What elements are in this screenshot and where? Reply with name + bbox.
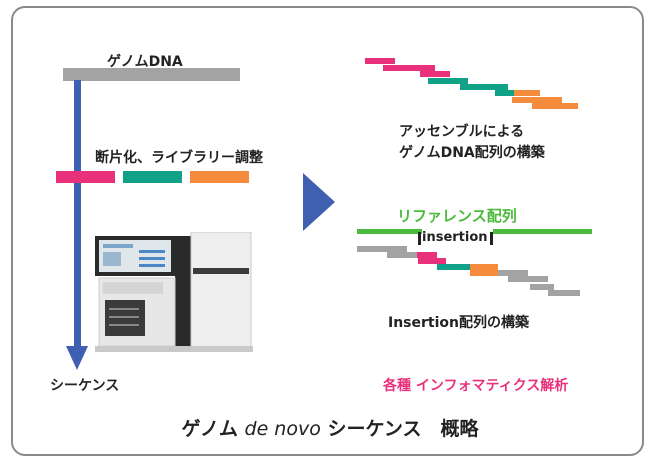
page-title: ゲノム de novo シーケンス 概略 bbox=[0, 414, 660, 441]
assembly-label-line2: ゲノムDNA配列の構築 bbox=[399, 145, 545, 161]
insertion-marker-left bbox=[418, 232, 421, 245]
genome-dna-label: ゲノムDNA bbox=[107, 54, 183, 70]
fragment-teal bbox=[123, 171, 182, 183]
arrow-down-icon bbox=[66, 80, 88, 370]
sequence-label: シーケンス bbox=[50, 378, 120, 394]
assembly-label-line1: アッセンブルによる bbox=[399, 124, 525, 140]
arrow-right-icon bbox=[303, 173, 335, 231]
sequencer-machine-image bbox=[95, 232, 253, 352]
fragment-orange bbox=[190, 171, 249, 183]
genome-dna-bar bbox=[63, 68, 240, 81]
reference-bar-left bbox=[357, 229, 422, 234]
fragmentation-label: 断片化、ライブラリー調整 bbox=[95, 150, 263, 166]
insertion-marker-right bbox=[490, 232, 493, 245]
fragment-pink bbox=[56, 171, 115, 183]
informatics-label: 各種 インフォマティクス解析 bbox=[383, 378, 569, 394]
title-part1: ゲノム bbox=[181, 418, 245, 440]
title-part3: シーケンス 概略 bbox=[320, 418, 479, 440]
reference-label: リファレンス配列 bbox=[397, 207, 517, 225]
insertion-tag: insertion bbox=[422, 230, 488, 245]
title-part2: de novo bbox=[244, 418, 321, 440]
insertion-build-label: Insertion配列の構築 bbox=[388, 315, 529, 331]
reference-bar-right bbox=[493, 229, 592, 234]
